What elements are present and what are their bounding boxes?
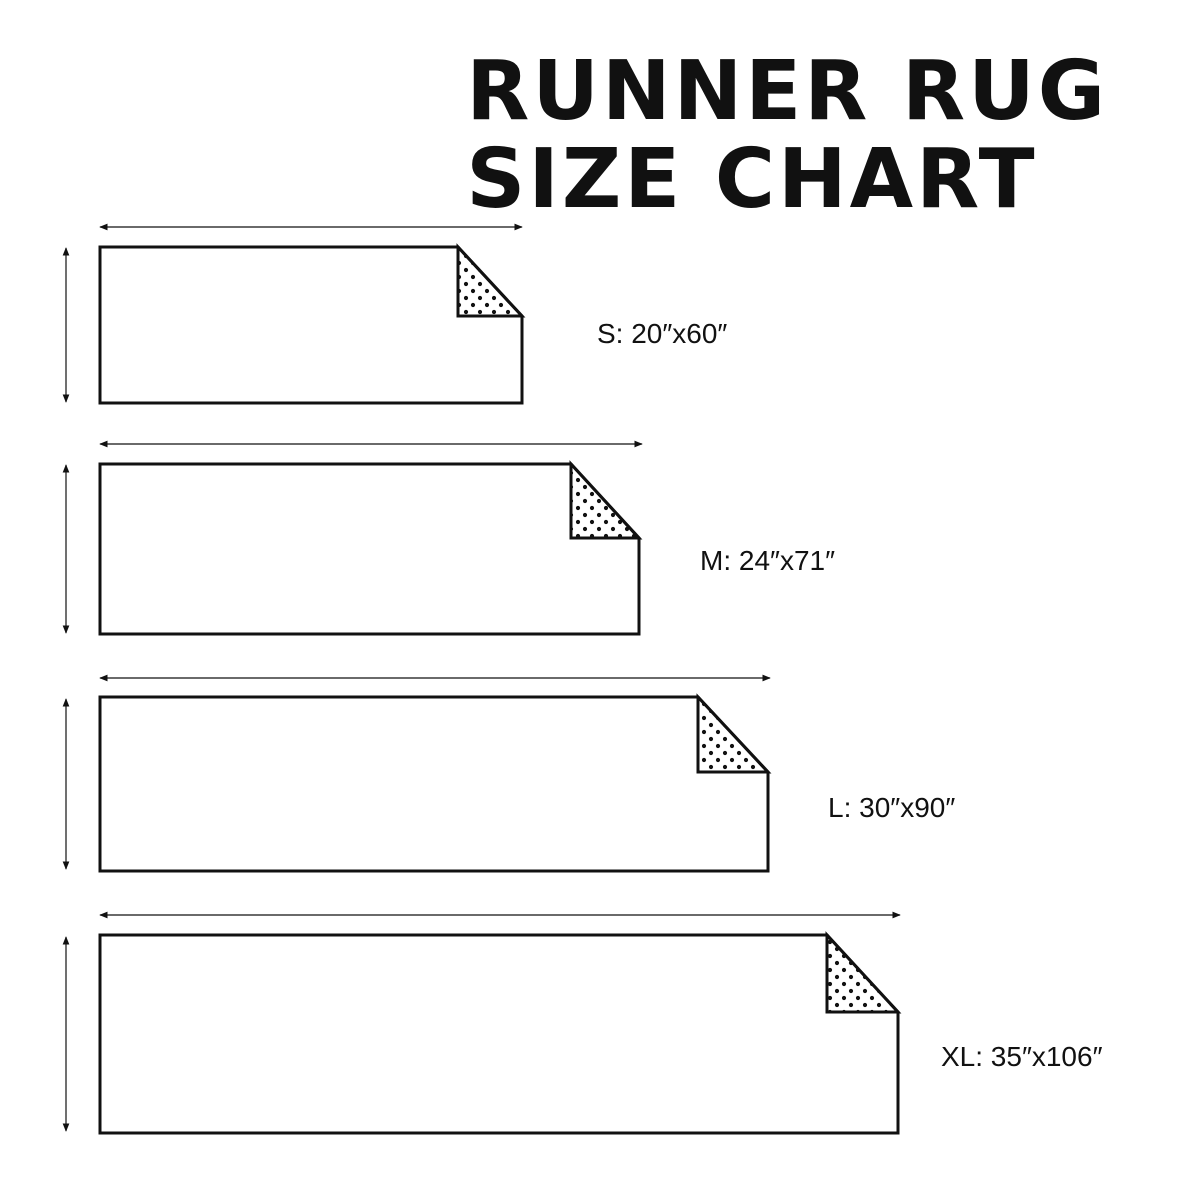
rug-l-folded-corner: [696, 693, 772, 774]
rug-xl: [62, 911, 902, 1135]
rug-l: [62, 674, 772, 873]
rug-xl-outline: [98, 933, 900, 1135]
rug-m-outline: [98, 462, 641, 636]
rug-s-outline: [98, 245, 524, 405]
title-line-2: SIZE CHART: [466, 132, 1038, 227]
size-label-l: L: 30″x90″: [828, 792, 956, 823]
title-line-1: RUNNER RUG: [466, 44, 1108, 139]
rug-l-outline: [98, 695, 770, 873]
rug-s: [62, 223, 526, 405]
rug-s-folded-corner: [456, 243, 526, 318]
size-label-xl: XL: 35″x106″: [941, 1041, 1103, 1072]
size-label-s: S: 20″x60″: [597, 318, 728, 349]
size-label-m: M: 24″x71″: [700, 545, 835, 576]
rug-xl-folded-corner: [825, 931, 902, 1014]
rug-m-folded-corner: [569, 460, 643, 540]
chart-title: RUNNER RUG SIZE CHART: [466, 48, 1108, 224]
rug-m: [62, 440, 643, 636]
